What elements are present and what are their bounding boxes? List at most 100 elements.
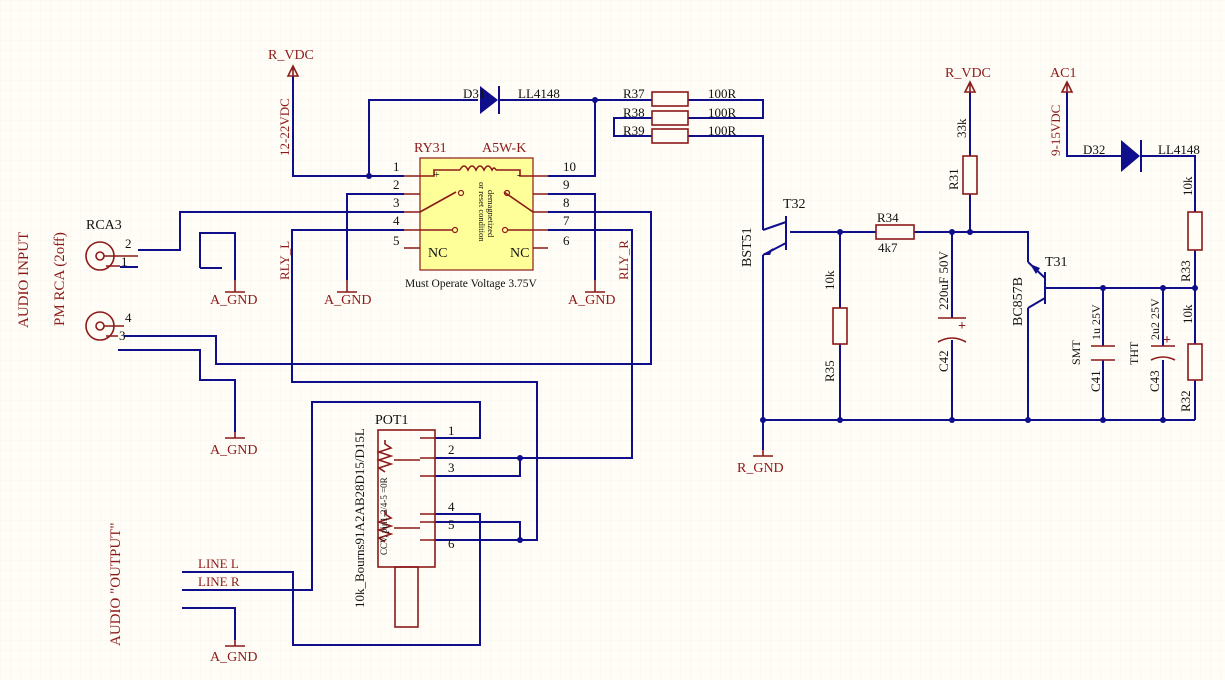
svg-text:10k: 10k (1180, 304, 1195, 324)
svg-text:10k_Bourns91A2AB28D15/D15L: 10k_Bourns91A2AB28D15/D15L (352, 428, 367, 608)
svg-text:D31: D31 (463, 86, 485, 101)
resistor-r32: 10k R32 (1178, 304, 1203, 412)
svg-text:2u2 25V: 2u2 25V (1148, 298, 1162, 340)
svg-text:+: + (434, 170, 440, 181)
svg-text:LL4148: LL4148 (518, 86, 560, 101)
svg-text:RLY_L: RLY_L (277, 241, 292, 280)
svg-text:7: 7 (563, 213, 570, 228)
svg-text:8: 8 (563, 195, 570, 210)
relay-ry31: 1 2 3 4 5 6 7 8 9 10 RY31 A5W-K + - or r… (393, 141, 576, 290)
a-gnd-1: A_GND (210, 280, 257, 308)
svg-text:1: 1 (448, 423, 455, 438)
svg-text:R34: R34 (877, 210, 899, 225)
svg-text:3: 3 (119, 328, 126, 343)
svg-text:R_VDC: R_VDC (945, 66, 991, 81)
svg-text:220uF 50V: 220uF 50V (936, 251, 951, 310)
a-gnd-4: A_GND (210, 432, 257, 458)
capacitor-c43: + 2u2 25V THT C43 (1127, 298, 1176, 392)
svg-text:SMT: SMT (1069, 340, 1083, 365)
svg-text:100R: 100R (708, 123, 737, 138)
svg-text:D32: D32 (1083, 142, 1105, 157)
svg-text:C41: C41 (1088, 370, 1103, 392)
pot-pot1: 1 2 3 4 5 6 POT1 10k_Bourns91A2AB28D15/D… (352, 413, 455, 628)
svg-text:10: 10 (563, 159, 576, 174)
svg-text:-: - (517, 170, 520, 181)
resistor-r31: 33k R31 (946, 118, 978, 195)
svg-text:R_VDC: R_VDC (268, 48, 314, 63)
svg-text:1u 25V: 1u 25V (1089, 304, 1103, 340)
svg-text:2: 2 (125, 236, 132, 251)
rca-connector-top: 2 1 RCA3 (85, 218, 138, 271)
resistor-r34: R34 4k7 (875, 210, 915, 255)
a-gnd-3: A_GND (568, 280, 615, 308)
net-labels: RLY_L RLY_R LINE L LINE R (198, 240, 631, 589)
svg-text:2: 2 (393, 177, 400, 192)
svg-text:R33: R33 (1178, 260, 1193, 282)
svg-text:RLY_R: RLY_R (616, 240, 631, 280)
rca-connector-bottom: 4 3 (85, 310, 132, 343)
svg-text:3: 3 (448, 460, 455, 475)
svg-text:CCV, pin1-2/4-5 =0R: CCV, pin1-2/4-5 =0R (379, 477, 389, 555)
svg-text:T31: T31 (1045, 255, 1068, 270)
svg-text:5: 5 (393, 233, 400, 248)
svg-text:A_GND: A_GND (210, 293, 257, 308)
svg-text:T32: T32 (783, 197, 806, 212)
capacitor-c41: 1u 25V SMT C41 (1069, 304, 1115, 392)
svg-text:LL4148: LL4148 (1158, 142, 1200, 157)
resistor-r37: R37 100R (623, 86, 737, 107)
ac1-port: AC1 9-15VDC (1048, 66, 1076, 156)
svg-text:33k: 33k (954, 118, 969, 138)
svg-text:4: 4 (393, 213, 400, 228)
svg-text:NC: NC (510, 246, 529, 261)
svg-text:R35: R35 (822, 360, 837, 382)
svg-text:POT1: POT1 (375, 413, 408, 428)
svg-text:RCA3: RCA3 (86, 218, 122, 233)
svg-text:RY31: RY31 (414, 141, 447, 156)
svg-text:+: + (1163, 333, 1171, 348)
svg-text:Must Operate Voltage 3.75V: Must Operate Voltage 3.75V (405, 278, 538, 290)
svg-text:or reset condition: or reset condition (477, 182, 487, 242)
svg-text:R31: R31 (946, 168, 961, 190)
svg-text:C43: C43 (1147, 370, 1162, 392)
svg-text:+: + (958, 319, 966, 334)
r-vdc-port-right: R_VDC (945, 66, 991, 93)
svg-text:R_GND: R_GND (737, 461, 784, 476)
resistor-r33: 10k R33 (1178, 176, 1203, 282)
svg-text:PM RCA (2off): PM RCA (2off) (52, 232, 68, 326)
svg-text:NC: NC (428, 246, 447, 261)
svg-text:BC857B: BC857B (1011, 277, 1026, 326)
resistor-r39: R39 100R (623, 123, 737, 144)
svg-text:3: 3 (393, 195, 400, 210)
svg-text:A_GND: A_GND (324, 293, 371, 308)
svg-text:1: 1 (121, 254, 128, 269)
gnd-symbols: A_GND A_GND A_GND A_GND A_GND R_GND (210, 280, 784, 665)
r-gnd: R_GND (737, 450, 784, 476)
svg-text:R39: R39 (623, 123, 645, 138)
resistor-r35: 10k R35 (822, 270, 848, 382)
svg-text:6: 6 (563, 233, 570, 248)
svg-text:C42: C42 (936, 350, 951, 372)
transistor-t31: T31 BC857B (1011, 255, 1068, 326)
svg-text:AUDIO INPUT: AUDIO INPUT (16, 232, 32, 328)
svg-text:5: 5 (448, 517, 455, 532)
svg-text:2: 2 (448, 442, 455, 457)
svg-text:AC1: AC1 (1050, 66, 1076, 81)
svg-text:10k: 10k (1180, 176, 1195, 196)
diode-d32: D32 LL4148 (1083, 140, 1200, 172)
svg-text:A_GND: A_GND (210, 650, 257, 665)
svg-text:12-22VDC: 12-22VDC (277, 98, 292, 156)
a-gnd-5: A_GND (210, 640, 257, 665)
svg-text:LINE R: LINE R (198, 574, 240, 589)
svg-text:demagnetized: demagnetized (486, 190, 496, 238)
a-gnd-2: A_GND (324, 280, 371, 308)
svg-text:BST51: BST51 (740, 227, 755, 267)
svg-text:A_GND: A_GND (568, 293, 615, 308)
svg-text:R32: R32 (1178, 390, 1193, 412)
svg-text:6: 6 (448, 536, 455, 551)
diode-d31: D31 LL4148 (463, 86, 560, 114)
r-vdc-port-left: R_VDC 12-22VDC (268, 48, 314, 156)
svg-text:4: 4 (448, 499, 455, 514)
svg-text:4k7: 4k7 (878, 240, 898, 255)
